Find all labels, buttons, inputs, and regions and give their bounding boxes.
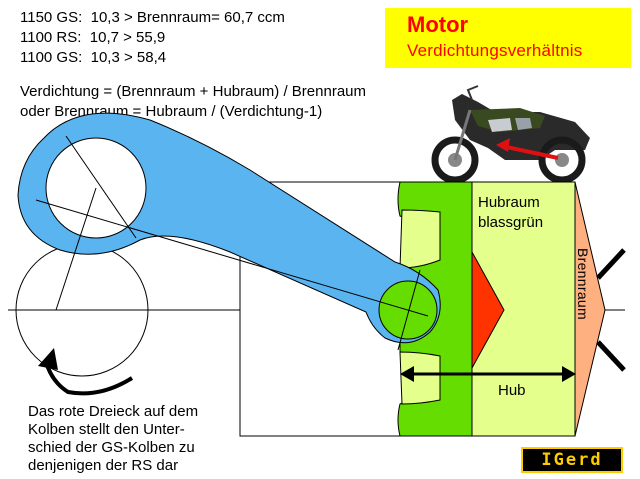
hubraum-label-line2: blassgrün	[478, 214, 544, 231]
note-line-1: Das rote Dreieck auf dem	[28, 403, 199, 420]
piston-cutout	[399, 209, 441, 269]
brennraum-region	[574, 181, 606, 437]
spec-row-1150gs: 1150 GS: 10,3 > Brennraum= 60,7 ccm	[20, 9, 285, 26]
gerd-logo-text: IGerd	[541, 450, 603, 470]
formula-line-2: oder Brennraum = Hubraum / (Verdichtung-…	[20, 103, 323, 120]
formula-line-1: Verdichtung = (Brennraum + Hubraum) / Br…	[20, 83, 367, 100]
rotation-arrow-head	[38, 348, 58, 370]
hub-arrow-head-right	[562, 366, 576, 382]
big-end-cross-line	[65, 135, 137, 239]
small-end-cross-line	[397, 269, 421, 351]
spec-row-1100gs: 1100 GS: 10,3 > 58,4	[20, 49, 167, 66]
hubraum-label: Hubraum blassgrün	[478, 193, 543, 233]
spec-list: 1150 GS: 10,3 > Brennraum= 60,7 ccm 1100…	[20, 8, 285, 68]
note-block: Das rote Dreieck auf dem Kolben stellt d…	[28, 403, 258, 475]
big-end-radial-line	[55, 187, 97, 311]
formula-block: Verdichtung = (Brennraum + Hubraum) / Br…	[20, 82, 366, 122]
spark-plug-lower	[596, 340, 626, 372]
gerd-logo: IGerd	[521, 447, 623, 473]
note-line-3: schied der GS-Kolben zu	[28, 439, 195, 456]
hubraum-label-line1: Hubraum	[478, 194, 540, 211]
brennraum-label: Brennraum	[575, 248, 591, 320]
title-sub: Verdichtungsverhältnis	[407, 41, 583, 60]
title-main: Motor	[407, 12, 469, 37]
note-line-2: Kolben stellt den Unter-	[28, 421, 185, 438]
spec-row-1100rs: 1100 RS: 10,7 > 55,9	[20, 29, 166, 46]
hub-label: Hub	[498, 382, 526, 399]
note-line-4: denjenigen der RS dar	[28, 457, 179, 474]
spark-plug-upper	[596, 248, 626, 280]
rod-center-line	[35, 199, 429, 317]
piston-cutout-lower	[399, 351, 441, 405]
motorcycle-image	[431, 85, 590, 184]
red-triangle	[471, 251, 505, 369]
title-box: Motor Verdichtungsverhältnis	[385, 8, 631, 68]
rotation-arrow	[44, 361, 134, 396]
hub-arrow-head-left	[400, 366, 414, 382]
